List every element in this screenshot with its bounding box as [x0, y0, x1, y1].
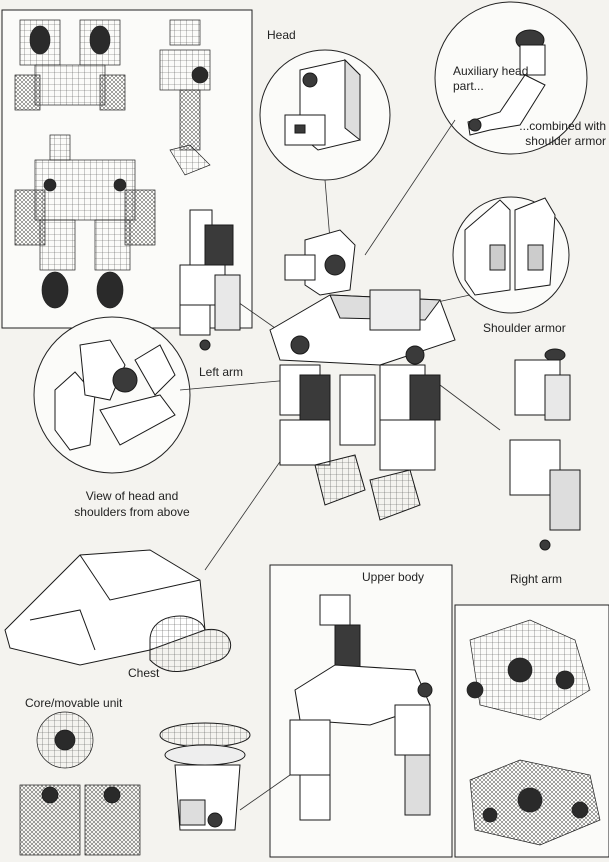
head-shoulders-above-model — [54, 339, 176, 451]
label-combined-2: shoulder armor — [525, 134, 606, 148]
label-right-arm: Right arm — [510, 572, 563, 586]
label-chest: Chest — [128, 666, 160, 680]
aux-head-part-model — [467, 29, 546, 136]
label-aux-head-1: Auxiliary head — [453, 64, 529, 78]
wireframe-front-top-view — [14, 19, 126, 111]
label-core-unit: Core/movable unit — [25, 696, 123, 710]
wireframe-side-view — [159, 19, 211, 176]
main-robot-model — [269, 229, 456, 521]
label-left-arm: Left arm — [199, 365, 244, 379]
label-view-above-1: View of head and — [85, 489, 179, 503]
leader-lines — [179, 119, 501, 811]
head-model — [284, 58, 361, 151]
label-aux-head-2: part... — [453, 79, 484, 93]
left-arm-model — [179, 209, 241, 351]
chest-model — [4, 549, 232, 673]
label-head: Head — [267, 28, 296, 42]
bottom-right-wireframes — [466, 619, 601, 846]
right-arm-model — [509, 348, 581, 551]
wireframe-front-view — [14, 134, 156, 309]
label-shoulder-armor: Shoulder armor — [483, 321, 566, 335]
label-upper-body: Upper body — [362, 570, 425, 584]
core-unit-3d-model — [159, 722, 251, 831]
upper-body-model — [289, 594, 433, 821]
label-view-above-2: shoulders from above — [74, 505, 190, 519]
shoulder-armor-model — [464, 197, 556, 296]
core-unit-model — [19, 711, 141, 856]
label-combined-1: ...combined with — [519, 119, 606, 133]
aux-head-detail-circle — [434, 1, 588, 155]
